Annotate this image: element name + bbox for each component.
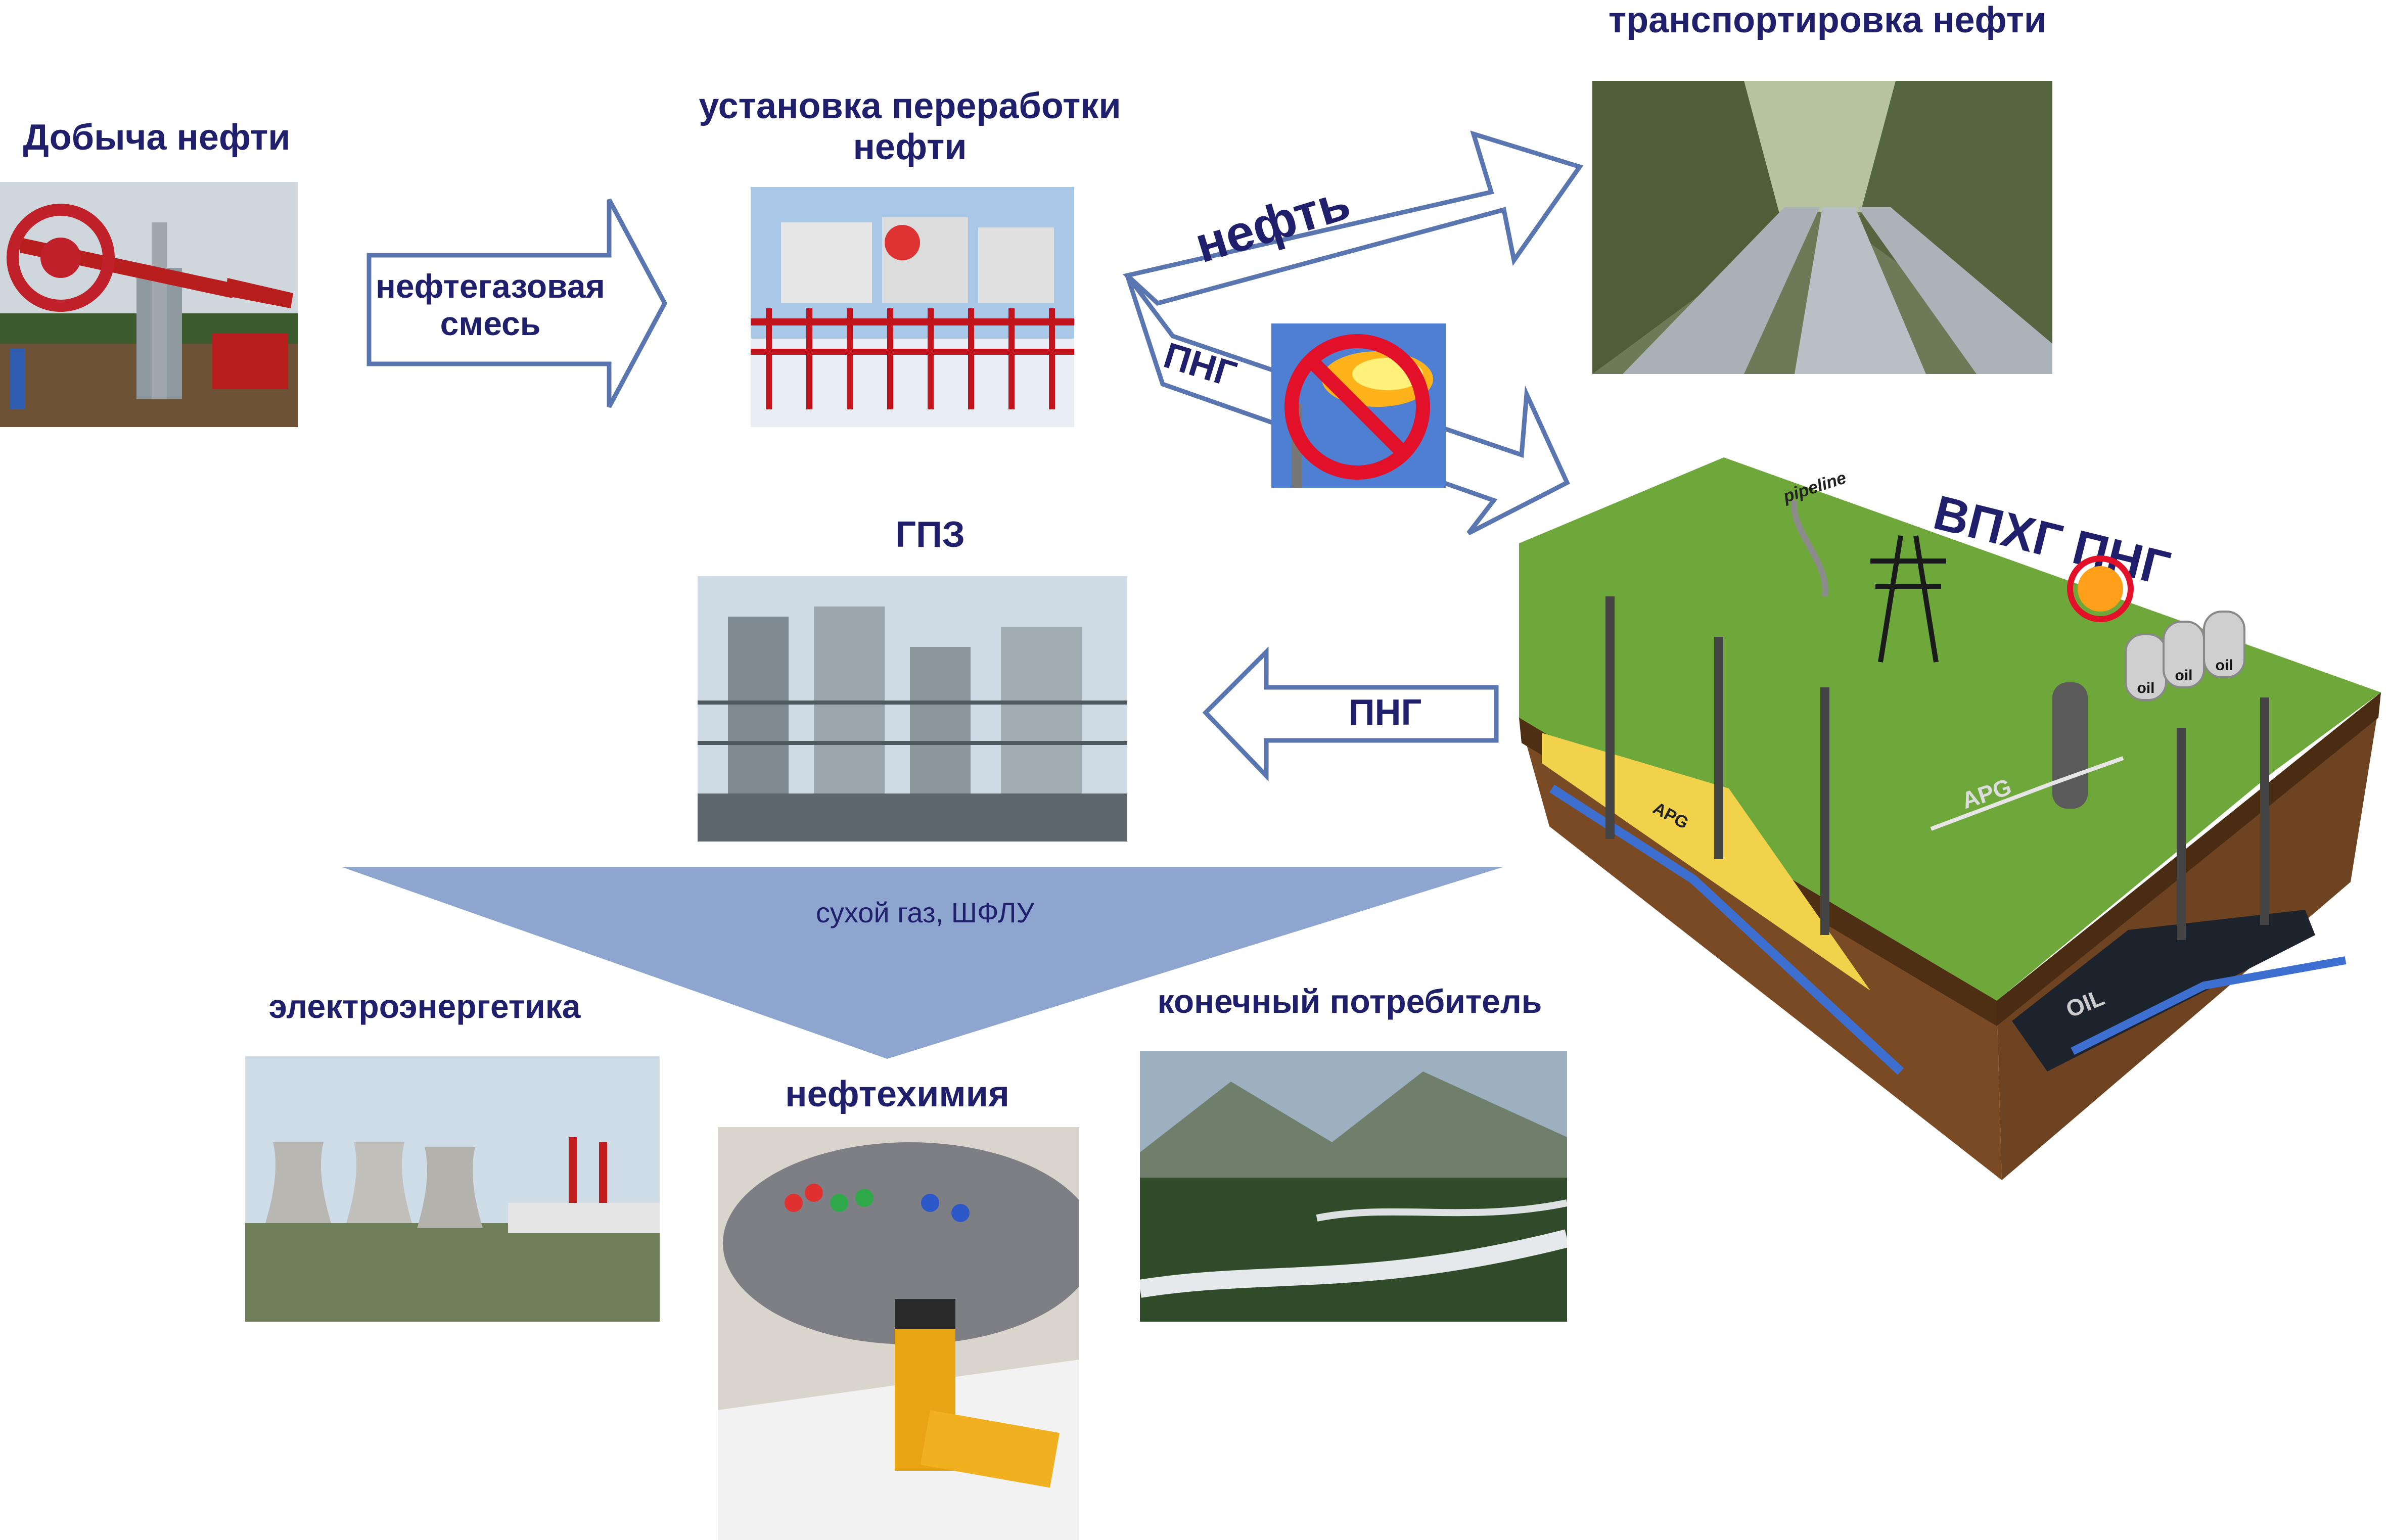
petrochem-title: нефтехимия bbox=[785, 1074, 1009, 1114]
consumer-title: конечный потребитель bbox=[1157, 983, 1542, 1020]
block-left-face bbox=[1519, 718, 2002, 1180]
arrow-apg-back bbox=[1202, 646, 1499, 782]
tank-label-1: oil bbox=[2137, 680, 2155, 696]
pipeline-transport-photo bbox=[1592, 81, 2052, 374]
mix-label-line2: смесь bbox=[440, 304, 541, 342]
tank-label-2: oil bbox=[2175, 667, 2193, 684]
consumer-pipeline-photo bbox=[1140, 1051, 1567, 1322]
mix-label-line1: нефтегазовая bbox=[376, 267, 605, 305]
oil-layer bbox=[2012, 910, 2315, 1071]
pumpjack-photo bbox=[0, 182, 298, 427]
processing-plant-photo bbox=[751, 187, 1074, 427]
tank-label-3: oil bbox=[2215, 657, 2233, 674]
flare-banned-photo bbox=[1271, 323, 1446, 488]
apg-layer bbox=[1542, 733, 1870, 991]
processing-title-line2: нефти bbox=[853, 126, 967, 167]
transport-title: транспортировка нефти bbox=[1608, 0, 2047, 40]
extraction-title: Добыча нефти bbox=[23, 117, 291, 158]
products-funnel bbox=[341, 867, 1504, 1059]
gpz-plant-photo bbox=[698, 576, 1127, 842]
block-surface bbox=[1519, 457, 2381, 1001]
arrow-oil bbox=[1122, 130, 1584, 306]
arrow-mixture-label: нефтегазовая смесь bbox=[374, 267, 607, 343]
apg-back-label: ПНГ bbox=[1348, 692, 1422, 733]
processing-title: установка переработки нефти bbox=[657, 86, 1163, 167]
petrochem-photo bbox=[718, 1127, 1079, 1540]
processing-title-line1: установка переработки bbox=[699, 86, 1121, 126]
funnel-label: сухой газ, ШФЛУ bbox=[815, 897, 1035, 928]
arrow-mixture bbox=[366, 198, 668, 408]
power-title: электроэнергетика bbox=[268, 988, 581, 1025]
gpz-title: ГПЗ bbox=[895, 515, 965, 555]
power-plant-photo bbox=[245, 1056, 660, 1322]
